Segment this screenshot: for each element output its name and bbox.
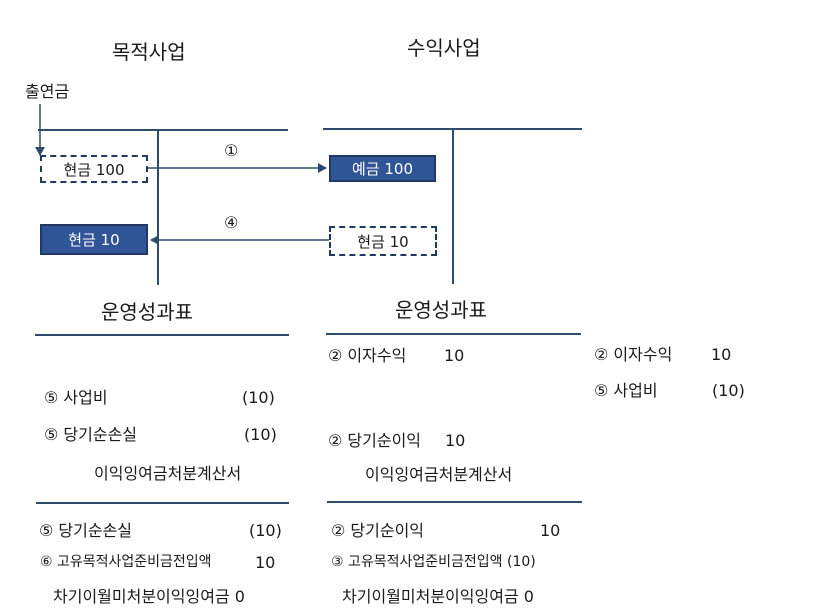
left-t-account-vertical-line [157,129,159,285]
left-business-expense-value: (10) [242,388,275,407]
side-business-expense-value: (10) [712,381,745,400]
left-t-account-top-line [38,129,288,131]
purpose-business-header: 목적사업 [112,40,186,64]
right-cash-10-box: 현금 10 [329,226,437,256]
left-reserve-transfer-label: ⑥ 고유목적사업준비금전입액 [40,554,212,570]
side-interest-income-label: ② 이자수익 [594,345,673,364]
right-net-income-value: 10 [445,431,466,450]
left-carryforward: 차기이월미처분이익잉여금 0 [53,587,245,606]
left-appropriation-line [36,502,289,504]
right-appropriation-net-income-label: ② 당기순이익 [331,521,425,540]
right-carryforward: 차기이월미처분이익잉여금 0 [342,587,534,606]
right-interest-income-label: ② 이자수익 [328,346,407,365]
right-interest-income-value: 10 [444,346,465,365]
left-appropriation-net-loss-label: ⑤ 당기순손실 [39,521,133,540]
right-net-income-label: ② 당기순이익 [328,431,422,450]
left-net-loss-value: (10) [244,425,277,444]
arrow-label-1: ① [224,141,239,160]
right-reserve-transfer-label: ③ 고유목적사업준비금전입액 (10) [331,554,536,570]
right-deposit-100-box: 예금 100 [329,155,436,182]
left-net-loss-label: ⑤ 당기순손실 [44,425,138,444]
left-appropriation-title: 이익잉여금처분계산서 [94,464,242,483]
right-appropriation-line [327,501,582,503]
side-interest-income-value: 10 [711,345,732,364]
left-business-expense-label: ⑤ 사업비 [44,388,108,407]
right-appropriation-title: 이익잉여금처분계산서 [365,465,513,484]
side-business-expense-label: ⑤ 사업비 [594,381,658,400]
right-operating-statement-title: 운영성과표 [395,298,487,322]
left-cash-10-box: 현금 10 [40,224,148,255]
left-reserve-transfer-value: 10 [255,553,276,572]
arrow-label-4: ④ [224,213,239,232]
left-appropriation-net-loss-value: (10) [249,521,282,540]
right-appropriation-net-income-value: 10 [540,521,561,540]
profit-business-header: 수익사업 [407,36,481,60]
right-t-account-vertical-line [452,128,454,284]
left-operating-statement-line [35,334,289,336]
contribution-label: 출연금 [25,82,70,101]
right-operating-statement-line [326,333,581,335]
left-operating-statement-title: 운영성과표 [101,300,193,324]
left-cash-100-box: 현금 100 [40,155,148,183]
